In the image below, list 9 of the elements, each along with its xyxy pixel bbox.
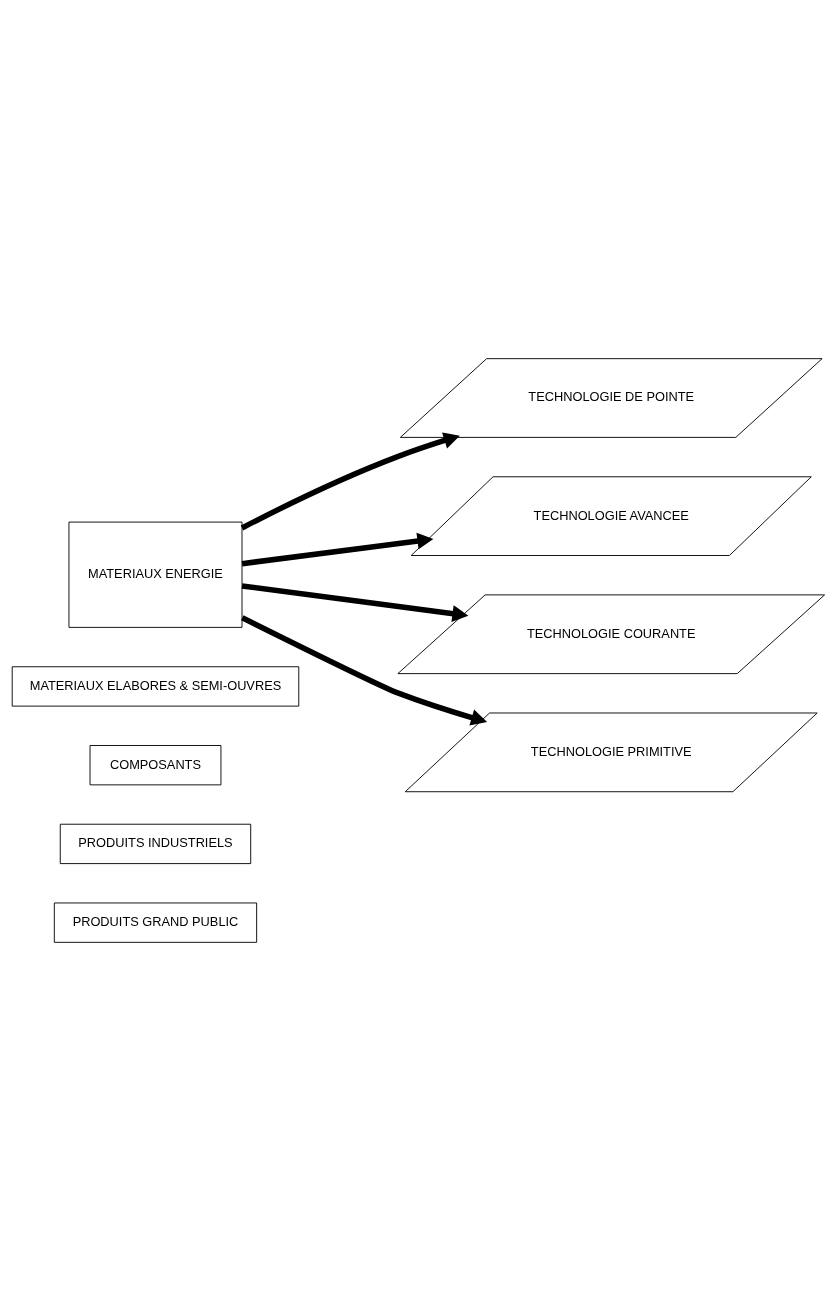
arrow [241,583,469,622]
arrow [240,432,460,531]
node-box: PRODUITS GRAND PUBLIC [53,902,258,943]
arrow [241,615,488,726]
node-box: COMPOSANTS [89,745,222,786]
node-box: MATERIAUX ENERGIE [68,521,243,628]
node-box: PRODUITS INDUSTRIELS [59,823,252,865]
arrow [241,532,434,567]
node-box: MATERIAUX ELABORES & SEMI-OUVRES [11,666,300,707]
